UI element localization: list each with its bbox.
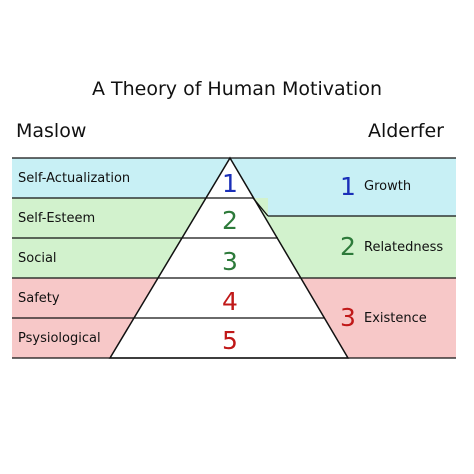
alderfer-number-1: 1 (340, 172, 356, 201)
maslow-label-safety: Safety (18, 291, 60, 306)
pyramid-number-3: 3 (222, 247, 238, 276)
diagram-title: A Theory of Human Motivation (91, 78, 383, 100)
pyramid-number-2: 2 (222, 206, 238, 235)
maslow-heading: Maslow (16, 120, 87, 142)
alderfer-number-2: 2 (340, 232, 356, 261)
alderfer-label-relatedness: Relatedness (364, 240, 443, 255)
pyramid-number-4: 4 (222, 287, 238, 316)
pyramid-number-5: 5 (222, 326, 238, 355)
alderfer-label-growth: Growth (364, 179, 411, 194)
alderfer-number-3: 3 (340, 303, 356, 332)
maslow-label-social: Social (18, 251, 57, 266)
maslow-label-physiological: Psysiological (18, 331, 101, 346)
maslow-label-self-actualization: Self-Actualization (18, 171, 130, 186)
alderfer-label-existence: Existence (364, 311, 427, 326)
pyramid-number-1: 1 (222, 169, 238, 198)
alderfer-band-relatedness (268, 216, 456, 278)
alderfer-band-growth (268, 158, 456, 216)
alderfer-heading: Alderfer (367, 120, 444, 142)
separator-line (252, 197, 269, 217)
maslow-label-self-esteem: Self-Esteem (18, 211, 95, 226)
